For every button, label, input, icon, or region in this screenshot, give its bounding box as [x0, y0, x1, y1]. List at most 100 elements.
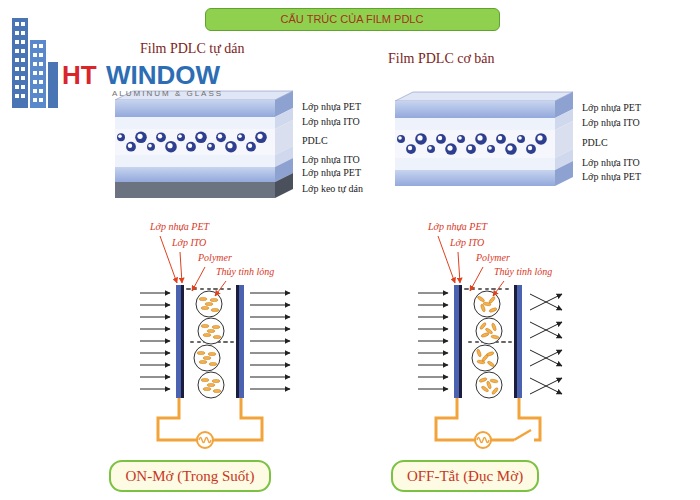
- transmitted-light: [250, 305, 290, 306]
- pdlc-cell-on: [176, 285, 181, 398]
- scattered-light: [530, 294, 562, 310]
- transmitted-light: [250, 293, 290, 294]
- pdlc-cell-on: [203, 333, 211, 336]
- pdlc-cell-off: [479, 288, 481, 290]
- pdlc-film-adhesive: [275, 173, 293, 198]
- pdlc-film-basic: [517, 135, 525, 143]
- incoming-light: [418, 365, 448, 366]
- pdlc-cell-on: [187, 288, 189, 290]
- pdlc-film-basic: [395, 92, 573, 101]
- circuit-wire: [436, 398, 540, 448]
- transmitted-light: [250, 365, 290, 366]
- pdlc-cell-on: [213, 389, 221, 392]
- pdlc-film-adhesive: [148, 144, 152, 148]
- logo-building: [15, 22, 43, 102]
- logo-building: [15, 58, 19, 62]
- transmitted-light: [250, 293, 290, 389]
- pdlc-cell-on: [190, 341, 192, 343]
- pdlc-cell-on: [222, 288, 224, 290]
- pdlc-film-adhesive: [255, 132, 267, 144]
- scattered-light: [530, 378, 562, 394]
- pdlc-film-adhesive: [118, 135, 122, 139]
- pdlc-cell-off: [506, 288, 508, 290]
- pdlc-cell-off: [480, 288, 482, 290]
- pdlc-cell-off: [469, 341, 471, 343]
- logo-building: [15, 67, 19, 71]
- logo-building: [39, 44, 43, 48]
- pdlc-cell-on: [197, 341, 199, 343]
- leader-arrow: [192, 267, 205, 291]
- pdlc-film-adhesive: [248, 143, 252, 147]
- pdlc-film-adhesive: [115, 100, 275, 117]
- transmitted-light: [250, 341, 290, 342]
- scattered-light: [530, 350, 562, 366]
- pdlc-film-basic: [395, 158, 555, 170]
- part-label: Thủy tinh lỏng: [216, 267, 274, 277]
- pdlc-cell-on: [214, 288, 216, 290]
- pdlc-cell-on: [227, 288, 229, 290]
- logo-building: [48, 62, 58, 108]
- pdlc-cell-off: [465, 288, 467, 290]
- pdlc-film-adhesive: [197, 134, 202, 139]
- transmitted-light: [250, 329, 290, 330]
- pdlc-cell-on: [212, 379, 220, 382]
- pdlc-film-basic: [408, 146, 412, 150]
- pdlc-cell-on: [201, 306, 209, 309]
- pdlc-cell-on: [225, 341, 227, 343]
- pdlc-cell-on: [189, 288, 191, 290]
- pdlc-cell-off: [493, 288, 495, 290]
- logo-building: [39, 80, 43, 84]
- pdlc-cell-on: [208, 352, 216, 355]
- logo-tagline: ALUMINUM & GLASS: [112, 90, 223, 98]
- pdlc-film-basic: [395, 92, 573, 186]
- logo-building: [33, 44, 37, 48]
- pdlc-cell-off: [464, 288, 466, 290]
- pdlc-film-adhesive: [216, 132, 226, 142]
- pdlc-cell-on: [186, 288, 234, 398]
- pdlc-cell-off: [470, 341, 472, 343]
- leader-arrow: [470, 267, 483, 291]
- pdlc-cell-on: [223, 341, 225, 343]
- incoming-light: [418, 329, 448, 330]
- state-caption-box: OFF-Tắt (Đục Mờ): [391, 460, 539, 492]
- leader-arrow: [493, 281, 504, 296]
- pdlc-cell-off: [492, 288, 494, 290]
- pdlc-cell-off: [481, 354, 489, 362]
- logo-building: [21, 67, 25, 71]
- layer-label: Lớp nhựa ITO: [302, 155, 360, 165]
- scattered-light: [530, 294, 562, 310]
- pdlc-film-basic: [457, 135, 465, 143]
- pdlc-cell-on: [232, 341, 234, 343]
- pdlc-cell-on: [239, 285, 244, 398]
- pdlc-cell-on: [230, 341, 232, 343]
- pdlc-cell-on: [201, 288, 203, 290]
- incoming-light: [418, 341, 448, 342]
- circuit-wire: [199, 438, 211, 443]
- incoming-light: [418, 317, 448, 318]
- incoming-light: [140, 329, 170, 330]
- pdlc-cell-off: [478, 288, 480, 290]
- incoming-light: [418, 305, 448, 306]
- pdlc-cell-on: [198, 318, 224, 344]
- pdlc-cell-off: [504, 341, 506, 343]
- logo-building: [15, 31, 19, 35]
- pdlc-cell-off: [476, 341, 478, 343]
- pdlc-cell-off: [485, 288, 487, 290]
- pdlc-cell-off: [473, 288, 475, 290]
- logo-text: HT: [62, 62, 97, 88]
- pdlc-film-basic: [445, 143, 457, 155]
- pdlc-cell-on: [198, 341, 200, 343]
- circuit-wire: [213, 398, 262, 440]
- pdlc-cell-off: [510, 341, 512, 343]
- pdlc-cell-on: [192, 341, 194, 343]
- pdlc-cell-on: [231, 341, 233, 343]
- pdlc-film-basic: [468, 146, 472, 150]
- pdlc-film-adhesive: [246, 142, 256, 152]
- pdlc-film-basic: [395, 101, 555, 118]
- leader-arrow: [215, 281, 226, 296]
- logo-building: [15, 40, 19, 44]
- title-text: CẤU TRÚC CỦA FILM PDLC: [281, 13, 424, 25]
- transmitted-light: [250, 317, 290, 318]
- logo-building: [33, 89, 37, 93]
- transmitted-light: [250, 389, 290, 390]
